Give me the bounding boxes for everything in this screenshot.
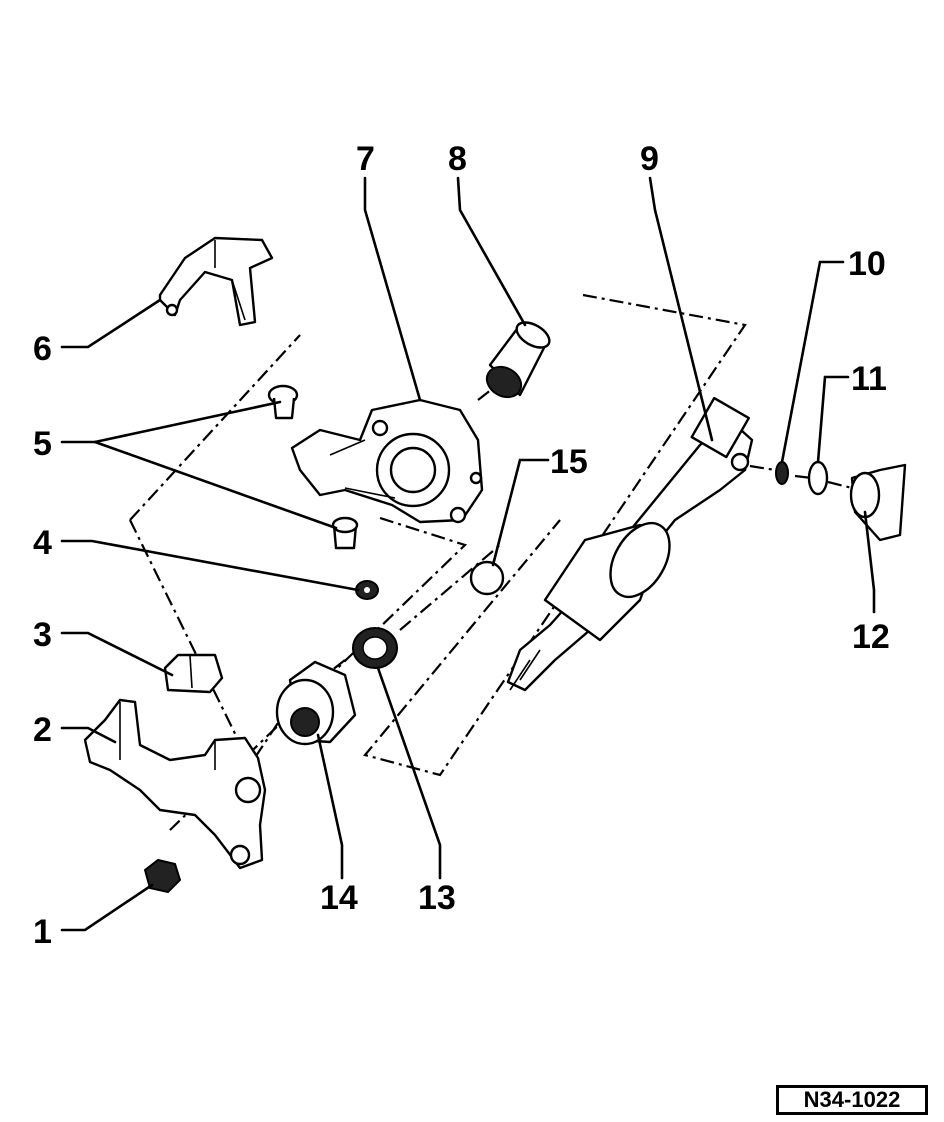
callout-10: 10: [848, 245, 886, 283]
callout-12: 12: [852, 618, 890, 656]
part-5-bushing-lower: [331, 516, 359, 550]
part-5-bushing-upper: [267, 384, 299, 420]
part-15-cap: [469, 560, 505, 596]
callout-14: 14: [320, 879, 358, 917]
callout-15: 15: [550, 443, 588, 481]
callout-2: 2: [33, 711, 52, 749]
part-7-lock-housing: [290, 398, 484, 524]
callout-9: 9: [640, 140, 659, 178]
reference-code: N34-1022: [803, 1087, 901, 1112]
part-14-large-bearing: [275, 660, 357, 746]
callout-11: 11: [851, 360, 887, 398]
part-9-steering-column: [506, 396, 754, 692]
callout-7: 7: [356, 140, 375, 178]
callout-labels: 1 2 3 4 5 6 7 8 9 10 11 12 13 14 15: [33, 140, 890, 951]
callout-3: 3: [33, 616, 52, 654]
callout-5: 5: [33, 425, 52, 463]
leader-lines: [60, 176, 876, 932]
part-2-lower-bracket: [83, 698, 267, 870]
callout-1: 1: [33, 913, 52, 951]
callout-13: 13: [418, 879, 456, 917]
part-3-clip: [163, 653, 224, 694]
part-1-nut: [143, 858, 182, 894]
part-13-bearing: [352, 627, 398, 669]
part-11-o-ring: [807, 460, 829, 496]
part-10-ring: [775, 461, 789, 485]
part-8-cylinder: [485, 321, 551, 399]
callout-6: 6: [33, 330, 52, 368]
part-12-flange-bushing: [849, 463, 907, 542]
reference-code-box: N34-1022: [776, 1085, 928, 1115]
callout-8: 8: [448, 140, 467, 178]
part-6-upper-bracket: [158, 236, 274, 327]
callout-4: 4: [33, 524, 52, 562]
